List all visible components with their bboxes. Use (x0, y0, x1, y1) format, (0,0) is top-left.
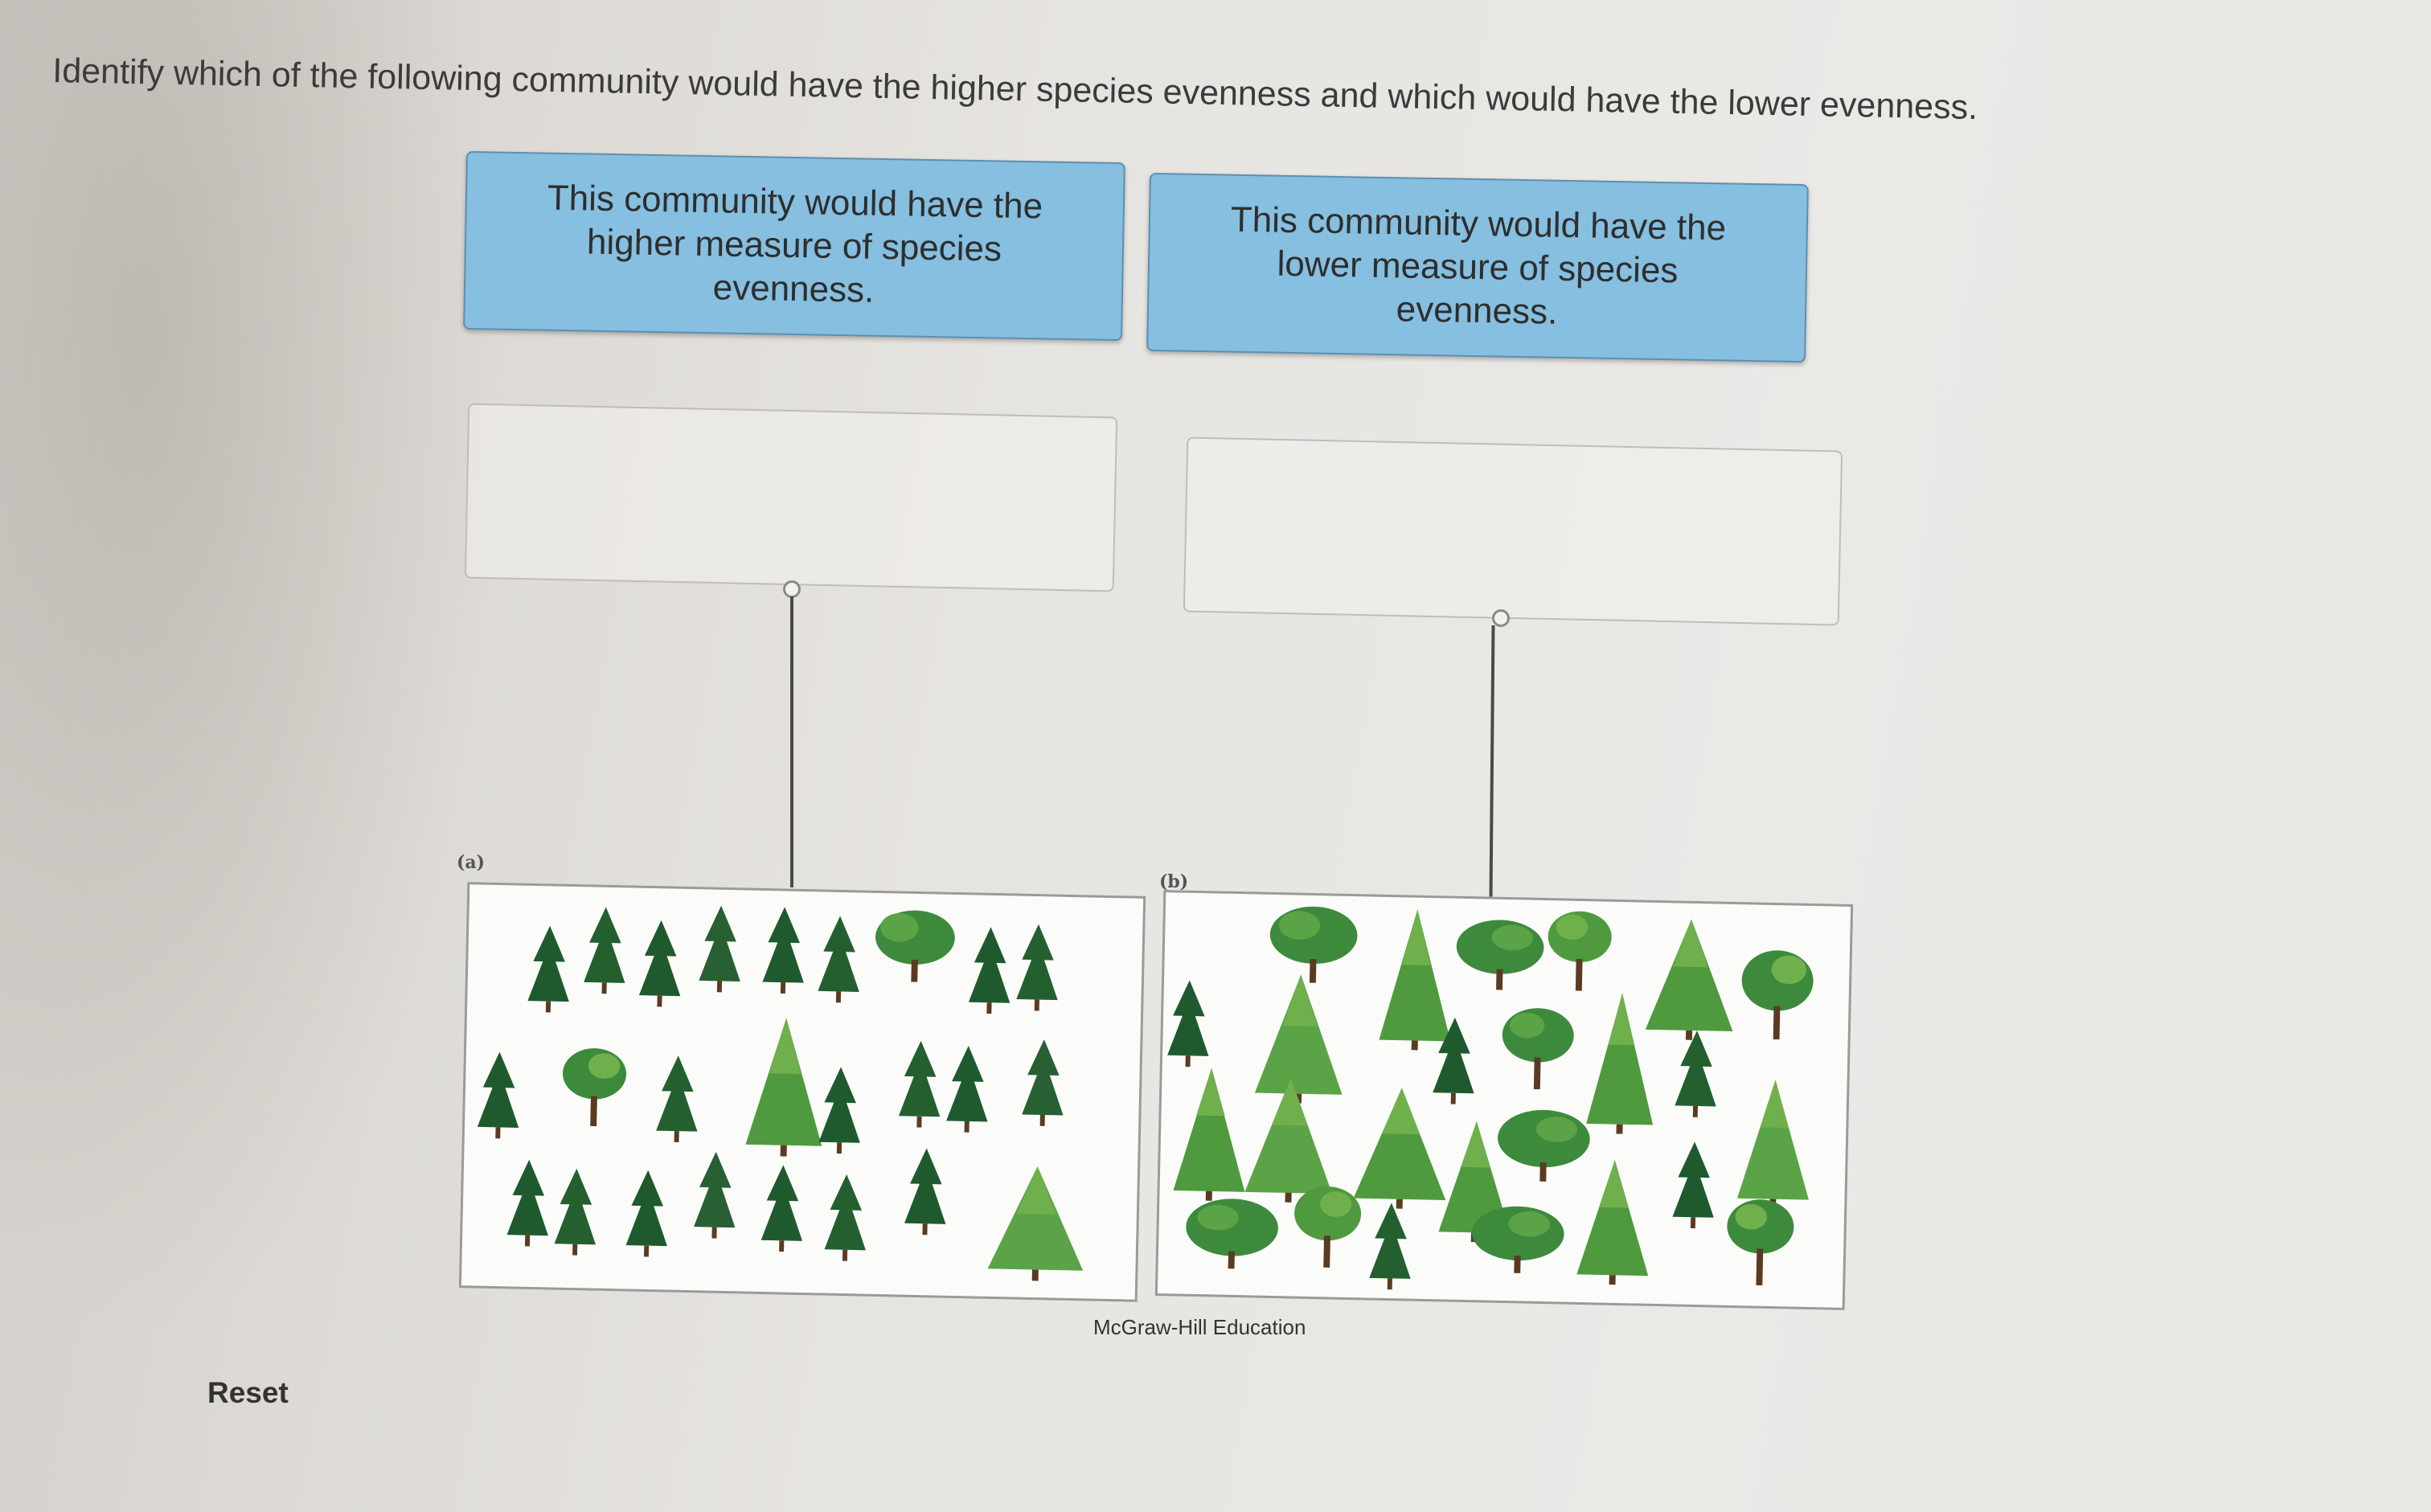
pine-tree-icon (656, 1055, 698, 1143)
broadleaf-tree-icon (1727, 1199, 1794, 1286)
pine-tree-icon (625, 1170, 667, 1257)
pine-tree-icon (477, 1051, 519, 1139)
drop-zone-a-anchor (783, 580, 801, 598)
pine-tree-icon (1433, 1017, 1474, 1104)
reset-button[interactable]: Reset (207, 1376, 289, 1409)
drop-zone-a[interactable] (464, 403, 1118, 592)
community-b-trees (1167, 906, 1814, 1290)
pine-tree-icon (760, 1165, 803, 1252)
pine-tree-icon (638, 920, 681, 1007)
question-prompt: Identify which of the following communit… (51, 51, 1978, 127)
pine-tree-icon (968, 927, 1011, 1014)
broadleaf-tree-icon (1269, 906, 1358, 983)
spruce-tree-icon (1645, 919, 1733, 1040)
label-lower-evenness[interactable]: This community would have the lower meas… (1146, 172, 1809, 363)
community-b-panel (1154, 890, 1854, 1310)
spruce-tree-icon (1379, 909, 1451, 1051)
spruce-tree-icon (987, 1166, 1084, 1281)
community-a-panel (458, 882, 1146, 1302)
pine-tree-icon (1167, 980, 1209, 1067)
pine-tree-icon (1022, 1039, 1064, 1126)
label-lower-evenness-text: This community would have the lower meas… (1230, 199, 1727, 332)
pine-tree-icon (506, 1159, 548, 1247)
broadleaf-tree-icon (1456, 920, 1544, 990)
broadleaf-tree-icon (1502, 1008, 1574, 1090)
broadleaf-tree-icon (875, 910, 955, 982)
pine-tree-icon (762, 907, 804, 994)
pine-tree-icon (1675, 1031, 1716, 1117)
label-higher-evenness[interactable]: This community would have the higher mea… (463, 150, 1125, 342)
pine-tree-icon (1369, 1203, 1411, 1290)
drop-zone-b[interactable] (1183, 436, 1843, 626)
pine-tree-icon (818, 916, 859, 1003)
pine-tree-icon (584, 907, 625, 994)
broadleaf-tree-icon (1471, 1206, 1564, 1273)
spruce-tree-icon (1586, 993, 1654, 1134)
panel-b-tag: (b) (1159, 871, 1189, 892)
pine-tree-icon (898, 1040, 941, 1128)
broadleaf-tree-icon (1186, 1199, 1278, 1269)
pine-tree-icon (818, 1067, 860, 1154)
spruce-tree-icon (1576, 1160, 1649, 1285)
pine-tree-icon (904, 1148, 946, 1235)
pine-tree-icon (527, 925, 569, 1013)
drop-zone-b-anchor (1492, 609, 1510, 627)
pine-tree-icon (946, 1046, 988, 1133)
broadleaf-tree-icon (1548, 911, 1612, 991)
pine-tree-icon (554, 1168, 596, 1256)
pine-tree-icon (824, 1174, 866, 1261)
spruce-tree-icon (1173, 1067, 1245, 1201)
pine-tree-icon (699, 905, 740, 993)
pine-tree-icon (1672, 1141, 1714, 1229)
spruce-tree-icon (1353, 1088, 1446, 1209)
spruce-tree-icon (1244, 1077, 1333, 1203)
pine-tree-icon (1016, 924, 1058, 1011)
community-a-trees (477, 905, 1084, 1281)
panel-a-tag: (a) (457, 852, 486, 873)
broadleaf-tree-icon (1294, 1186, 1362, 1268)
leader-line-b (1489, 625, 1495, 898)
pine-tree-icon (694, 1151, 736, 1239)
label-higher-evenness-text: This community would have the higher mea… (547, 178, 1043, 310)
broadleaf-tree-icon (1498, 1109, 1590, 1182)
figure-credit: McGraw-Hill Education (1093, 1315, 1306, 1339)
broadleaf-tree-icon (563, 1048, 627, 1127)
broadleaf-tree-icon (1741, 950, 1814, 1040)
leader-line-a (790, 596, 793, 887)
spruce-tree-icon (1736, 1080, 1809, 1209)
spruce-tree-icon (1254, 974, 1343, 1104)
spruce-tree-icon (745, 1018, 822, 1157)
